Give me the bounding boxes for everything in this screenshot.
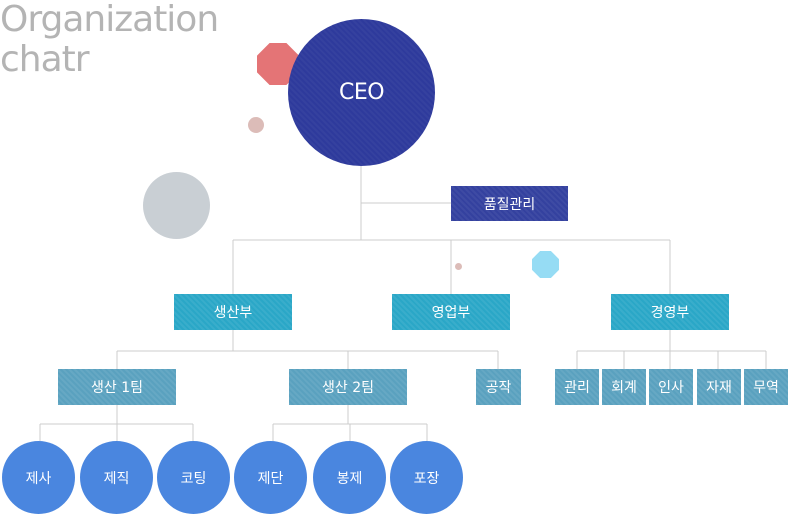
- production-dept-label: 생산부: [213, 305, 253, 321]
- chart-title-line1: Organization: [0, 0, 219, 40]
- decor-gray-circle: [143, 172, 210, 239]
- management-unit: 자재: [697, 369, 741, 405]
- sales-dept-label: 영업부: [431, 305, 471, 321]
- team2-unit: 제단: [234, 441, 307, 514]
- management-unit-label: 관리: [564, 380, 590, 396]
- management-unit-label: 인사: [658, 380, 684, 396]
- team2-unit-label: 포장: [413, 470, 440, 487]
- team1-unit: 제직: [80, 441, 153, 514]
- management-dept-box: 경영부: [611, 294, 729, 330]
- management-dept-label: 경영부: [650, 305, 690, 321]
- ceo-node: CEO: [288, 19, 435, 166]
- management-unit: 회계: [602, 369, 646, 405]
- team2-unit: 봉제: [313, 441, 386, 514]
- team1-label: 생산 1팀: [91, 380, 143, 396]
- team2-box: 생산 2팀: [289, 369, 407, 405]
- management-unit: 관리: [555, 369, 599, 405]
- management-unit-label: 자재: [706, 380, 732, 396]
- production-dept-box: 생산부: [174, 294, 292, 330]
- factory-box: 공작: [476, 369, 521, 405]
- decor-cyan-octagon: [532, 251, 559, 278]
- management-unit-label: 회계: [611, 380, 637, 396]
- quality-label: 품질관리: [483, 196, 536, 213]
- team1-unit-label: 제사: [25, 470, 52, 487]
- management-unit: 무역: [744, 369, 788, 405]
- team1-unit: 제사: [2, 441, 75, 514]
- team2-label: 생산 2팀: [322, 380, 374, 396]
- management-unit: 인사: [649, 369, 693, 405]
- ceo-label: CEO: [338, 80, 385, 105]
- team1-unit-label: 코팅: [180, 470, 207, 487]
- factory-label: 공작: [485, 380, 512, 396]
- chart-title-line2: chatr: [0, 39, 90, 80]
- sales-dept-box: 영업부: [392, 294, 510, 330]
- team2-unit-label: 봉제: [336, 470, 363, 487]
- team2-unit: 포장: [390, 441, 463, 514]
- team1-unit-label: 제직: [103, 470, 130, 487]
- management-unit-label: 무역: [753, 380, 779, 396]
- decor-small-dot: [455, 263, 462, 270]
- team1-box: 생산 1팀: [58, 369, 176, 405]
- decor-pink-dot: [248, 117, 264, 133]
- team2-unit-label: 제단: [257, 470, 284, 487]
- team1-unit: 코팅: [157, 441, 230, 514]
- quality-box: 품질관리: [451, 186, 568, 221]
